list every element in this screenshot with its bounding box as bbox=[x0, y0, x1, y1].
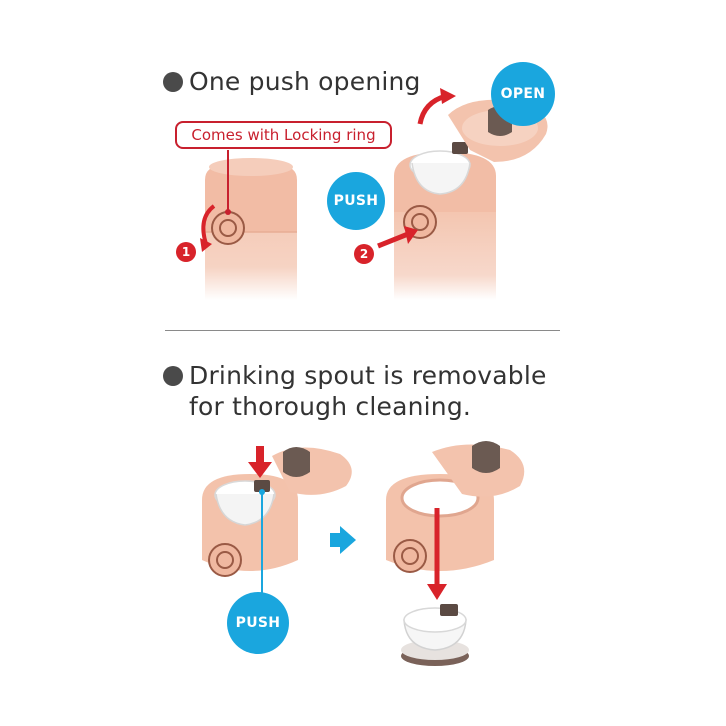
lid-with-spout bbox=[202, 446, 352, 598]
step-1-badge: 1 bbox=[176, 242, 196, 262]
bottle-push-open bbox=[377, 88, 548, 300]
section2-heading-line2: for thorough cleaning. bbox=[189, 392, 472, 421]
heading-bullet-icon bbox=[163, 72, 183, 92]
push-badge-bottom: PUSH bbox=[227, 592, 289, 654]
rotate-arrow-icon bbox=[201, 204, 216, 245]
bottle-locking-ring bbox=[200, 150, 297, 300]
heading-bullet-icon bbox=[163, 366, 183, 386]
section-divider bbox=[165, 330, 560, 331]
push-badge-top: PUSH bbox=[327, 172, 385, 230]
section1-heading: One push opening bbox=[163, 66, 421, 97]
section1-heading-text: One push opening bbox=[189, 67, 421, 96]
down-arrow-icon bbox=[256, 446, 264, 464]
section2-heading: Drinking spout is removable for thorough… bbox=[163, 360, 547, 422]
step-2-badge: 2 bbox=[354, 244, 374, 264]
lid-spout-removed bbox=[386, 441, 525, 666]
locking-ring-callout: Comes with Locking ring bbox=[175, 121, 392, 149]
right-arrow-icon bbox=[330, 526, 356, 554]
open-badge: OPEN bbox=[491, 62, 555, 126]
section2-heading-line1: Drinking spout is removable bbox=[189, 361, 547, 390]
